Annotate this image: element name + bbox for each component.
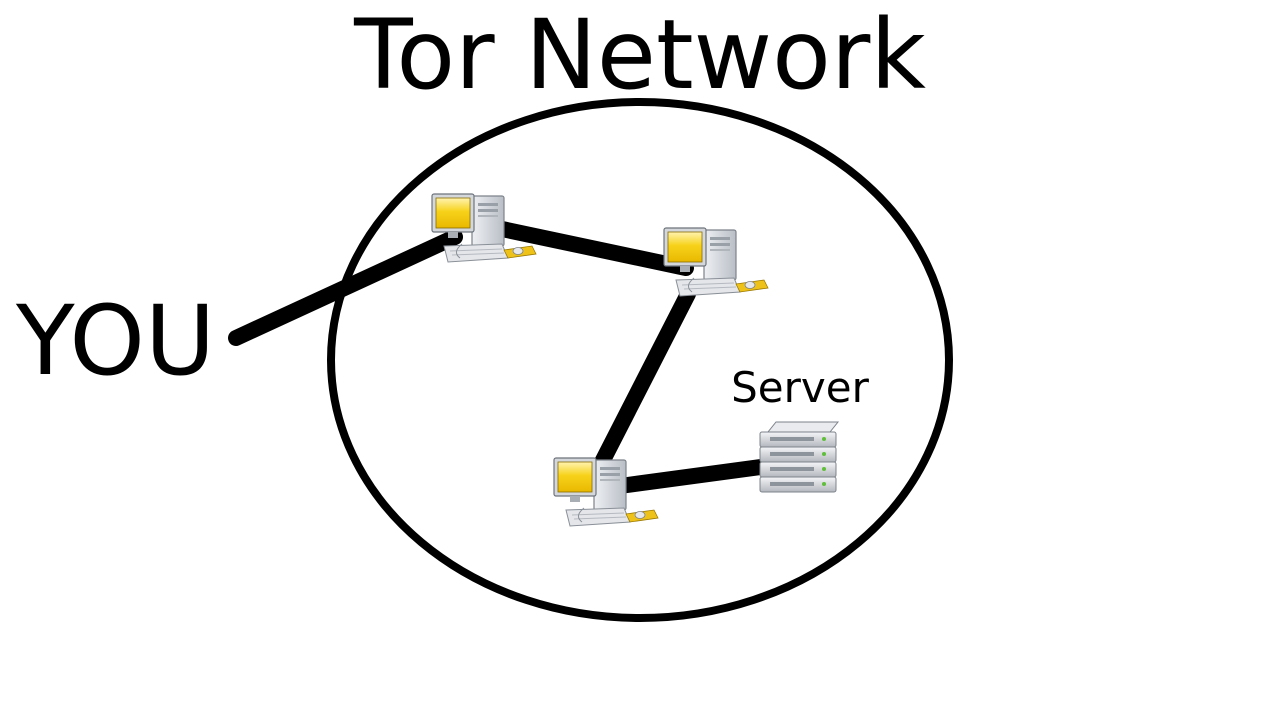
desktop-computer-icon (663, 227, 769, 297)
relay-node-3 (553, 457, 659, 527)
connection-lines (228, 221, 776, 494)
connection-relay-2-to-relay-3 (592, 286, 696, 474)
user-label: YOU (15, 285, 215, 397)
network-boundary (327, 98, 953, 622)
desktop-computer-icon (553, 457, 659, 527)
connection-relay-1-to-relay-2 (494, 221, 694, 276)
diagram-title: Tor Network (353, 0, 926, 111)
connection-relay-3-to-server (612, 458, 776, 494)
server-rack-icon (759, 421, 839, 493)
server-node (759, 421, 839, 493)
connection-you-to-relay-1 (228, 229, 463, 346)
relay-node-2 (663, 227, 769, 297)
server-label: Server (731, 363, 869, 412)
